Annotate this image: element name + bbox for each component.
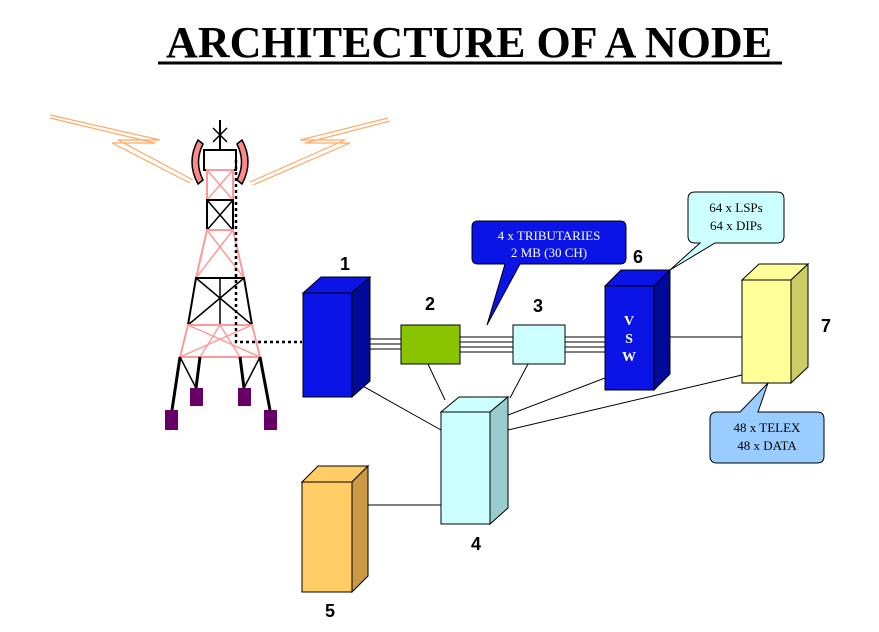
radio-wave-icon: [49, 114, 194, 181]
antenna-dish-icon: [191, 138, 204, 186]
tower-foot: [165, 410, 178, 430]
label-1: 1: [340, 254, 350, 274]
node-block-2: [400, 324, 461, 365]
tower-foot: [190, 388, 203, 406]
label-4: 4: [471, 534, 481, 554]
radio-wave-icon: [49, 117, 191, 184]
label-5: 5: [325, 601, 335, 621]
radio-wave-icon: [252, 120, 391, 186]
node-block-5: [300, 464, 370, 594]
label-2: 2: [425, 294, 435, 314]
label-6: 6: [633, 247, 643, 267]
callout-tributaries: 4 x TRIBUTARIES 2 MB (30 CH): [471, 220, 627, 326]
node-block-3: [512, 324, 566, 365]
tower-foot: [238, 388, 251, 406]
callout-tributaries-line2: 2 MB (30 CH): [511, 245, 587, 260]
connections: [351, 336, 743, 506]
node-block-1: [301, 275, 372, 399]
radio-wave-icon: [249, 117, 389, 183]
callout-tributaries-line1: 4 x TRIBUTARIES: [498, 228, 601, 243]
callout-lsp: 64 x LSPs 64 x DIPs: [669, 191, 785, 271]
callout-lsp-line2: 64 x DIPs: [710, 218, 762, 233]
node-block-4: [439, 395, 510, 526]
antenna-dish-icon: [236, 138, 249, 186]
node-block-7: [740, 262, 810, 385]
callout-telex: 48 x TELEX 48 x DATA: [709, 382, 825, 464]
vsw-letter-w: W: [622, 350, 636, 365]
radio-tower-icon: [49, 114, 391, 430]
label-3: 3: [533, 296, 543, 316]
callout-lsp-line1: 64 x LSPs: [709, 200, 762, 215]
vsw-letter-v: V: [624, 314, 634, 329]
callout-telex-line2: 48 x DATA: [737, 438, 797, 453]
tower-foot: [264, 410, 277, 430]
label-7: 7: [821, 316, 831, 336]
feeder-cable: [234, 160, 302, 344]
page-title: ARCHITECTURE OF A NODE: [166, 18, 772, 67]
node-block-6-vsw: V S W: [603, 268, 672, 392]
callout-telex-line1: 48 x TELEX: [734, 420, 802, 435]
vsw-letter-s: S: [625, 332, 633, 347]
